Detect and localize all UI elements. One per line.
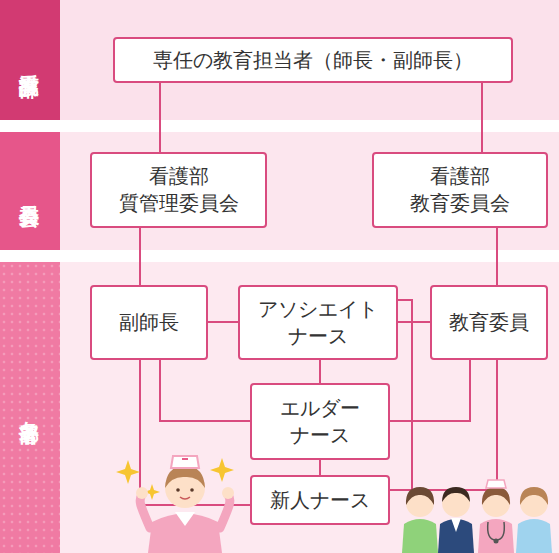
role-box: アソシエイト ナース [238, 285, 398, 360]
role-box: 看護部 質管理委員会 [90, 152, 267, 228]
band-label: 委員会 [17, 188, 44, 194]
role-box: 看護部 教育委員会 [372, 152, 548, 228]
connector-line [319, 360, 321, 383]
band-label: 看護部 [17, 57, 44, 63]
connector-line [496, 228, 498, 285]
role-box: 教育委員 [430, 285, 548, 360]
connector-line [208, 321, 238, 323]
box-label: 看護部 教育委員会 [395, 163, 525, 217]
role-box: 新人ナース [250, 475, 390, 525]
row-band: 委員会 看護部 質管理委員会 看護部 教育委員会 [0, 132, 559, 250]
connector-line [139, 228, 141, 285]
box-label: 新人ナース [270, 487, 370, 514]
box-label: アソシエイト ナース [253, 296, 383, 350]
role-box: 副師長 [90, 285, 208, 360]
band-label-strip: 各部署 [0, 262, 60, 553]
box-label: 看護部 質管理委員会 [114, 163, 244, 217]
connector-line [319, 460, 321, 475]
box-label: 副師長 [119, 309, 179, 336]
role-box: 専任の教育担当者（師長・副師長） [113, 37, 513, 83]
box-label: 専任の教育担当者（師長・副師長） [153, 47, 473, 74]
connector-line [481, 83, 483, 152]
row-band: 看護部 専任の教育担当者（師長・副師長） [0, 0, 559, 120]
connector-line [159, 83, 161, 152]
box-label: エルダー ナース [270, 395, 370, 449]
band-label-strip: 委員会 [0, 132, 60, 250]
band-label-strip: 看護部 [0, 0, 60, 120]
connector-line [398, 321, 430, 323]
box-label: 教育委員 [449, 309, 529, 336]
row-band: 各部署 副師長 アソシエイト ナース 教育委員エルダー ナース新人ナース [0, 262, 559, 553]
band-label: 各部署 [17, 405, 44, 411]
role-box: エルダー ナース [250, 383, 390, 460]
